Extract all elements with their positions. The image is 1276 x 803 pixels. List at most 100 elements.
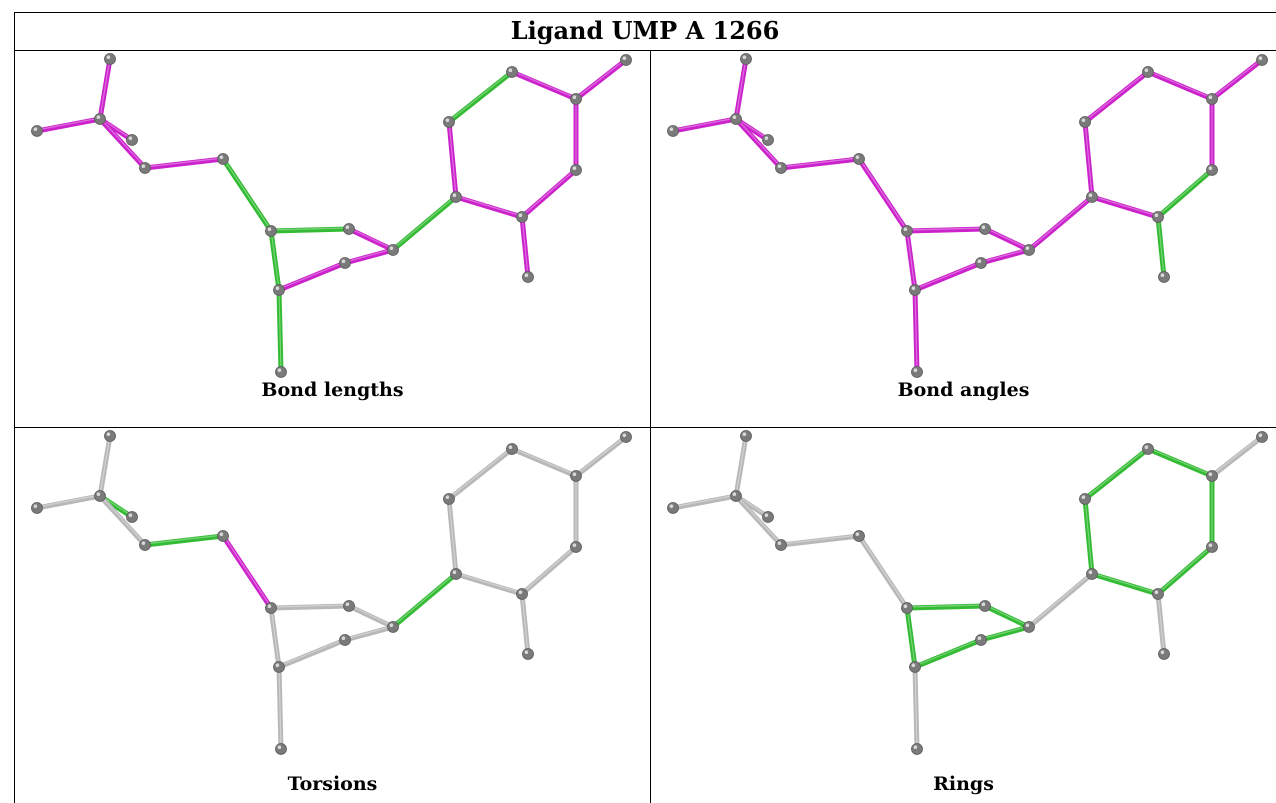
bond-highlight (448, 497, 457, 574)
atom-shine (903, 227, 908, 231)
bond-p-o5p (97, 116, 148, 171)
bond-c4-c5 (509, 69, 579, 102)
bond-highlight (36, 494, 101, 508)
bond-n1-c2 (1089, 194, 1161, 220)
atom-shine (106, 432, 111, 436)
atom-c5 (1142, 66, 1154, 78)
atom-op3 (126, 511, 138, 523)
bond-p-op1 (97, 433, 113, 499)
bond-highlight (984, 604, 1030, 627)
atom-shine (913, 368, 918, 373)
atom-o2 (522, 648, 534, 660)
atom-shine (345, 225, 350, 229)
bond-c1p-n1 (1026, 571, 1095, 630)
atoms (31, 53, 632, 378)
bond-highlight (521, 592, 529, 654)
atom-shine (977, 259, 982, 263)
atom-shine (96, 115, 101, 119)
atom-shine (389, 246, 394, 250)
atom-shine (452, 570, 457, 574)
atom-op1 (740, 53, 752, 65)
bond-p-op1 (733, 56, 749, 122)
molecule-view-torsions (31, 430, 632, 755)
atom-shine (622, 56, 627, 60)
atom-o4 (620, 431, 632, 443)
bond-c1p-c2p (342, 247, 396, 266)
atom-shine (1154, 213, 1159, 217)
panel-caption: Torsions (287, 773, 378, 795)
bond-o5p-c5p (142, 533, 226, 548)
atom-op2 (667, 125, 679, 137)
bond-c5p-c4p (220, 156, 274, 234)
bond-highlight (672, 494, 737, 508)
bond-c3p-c4p (904, 228, 918, 293)
bond-highlight (914, 638, 982, 667)
atom-shine (622, 433, 627, 437)
atom-shine (1208, 95, 1213, 99)
bond-highlight (906, 229, 916, 290)
atom-shine (764, 513, 769, 517)
bond-c2p-c3p (276, 637, 348, 670)
atom-shine (1081, 495, 1086, 499)
atom-shine (977, 636, 982, 640)
bond-highlight (1211, 435, 1263, 476)
bond-c1p-c2p (978, 624, 1032, 643)
bond-c2-o2 (1155, 591, 1167, 657)
atom-shine (1025, 246, 1030, 250)
atom-shine (141, 541, 146, 545)
atoms (667, 430, 1268, 755)
bond-c6-n1 (446, 496, 459, 577)
atom-c2p (339, 634, 351, 646)
atom-n1 (1086, 568, 1098, 580)
atom-c2p (975, 257, 987, 269)
bond-highlight (99, 434, 111, 496)
atom-p (94, 113, 106, 125)
bond-p-op2 (670, 493, 739, 511)
atom-o2 (1158, 271, 1170, 283)
bond-p-o5p (97, 493, 148, 548)
atom-o4p (979, 223, 991, 235)
bond-o4p-c1p (982, 226, 1032, 253)
bond-highlight (735, 117, 782, 168)
atom-shine (732, 492, 737, 496)
atom-o3p (275, 743, 287, 755)
atom-o4 (1256, 54, 1268, 66)
atom-n3 (1206, 164, 1218, 176)
atom-shine (128, 513, 133, 517)
atom-c5p (853, 530, 865, 542)
atom-c3p (273, 661, 285, 673)
bond-highlight (521, 545, 577, 594)
bond-highlight (1211, 58, 1263, 99)
bond-highlight (278, 261, 346, 290)
bond-highlight (980, 248, 1030, 263)
atom-c6 (1079, 493, 1091, 505)
bond-highlight (780, 157, 860, 168)
bond-highlight (1084, 497, 1093, 574)
atom-c6 (443, 493, 455, 505)
bond-o4p-c1p (346, 603, 396, 630)
atom-c3p (909, 284, 921, 296)
atom-shine (524, 650, 529, 654)
atom-c4p (901, 225, 913, 237)
bond-highlight (511, 70, 577, 99)
bond-highlight (392, 195, 457, 250)
bond-highlight (521, 215, 529, 277)
atom-shine (1208, 543, 1213, 547)
atom-n1 (450, 191, 462, 203)
atom-shine (777, 164, 782, 168)
bond-c4-c5 (1145, 446, 1215, 479)
bond-highlight (984, 227, 1030, 250)
bond-c4p-o4p (904, 226, 988, 234)
bond-c4p-o4p (268, 226, 352, 234)
bond-c5-c6 (1082, 69, 1151, 125)
bond-highlight (392, 572, 457, 627)
bond-highlight (36, 117, 101, 131)
bond-c4p-o4p (268, 603, 352, 611)
atom-c4 (570, 470, 582, 482)
bond-c4-o4 (1209, 434, 1265, 479)
bond-highlight (914, 261, 982, 290)
bond-highlight (270, 227, 350, 231)
atom-op3 (762, 134, 774, 146)
atom-shine (1154, 590, 1159, 594)
bond-highlight (455, 195, 523, 217)
